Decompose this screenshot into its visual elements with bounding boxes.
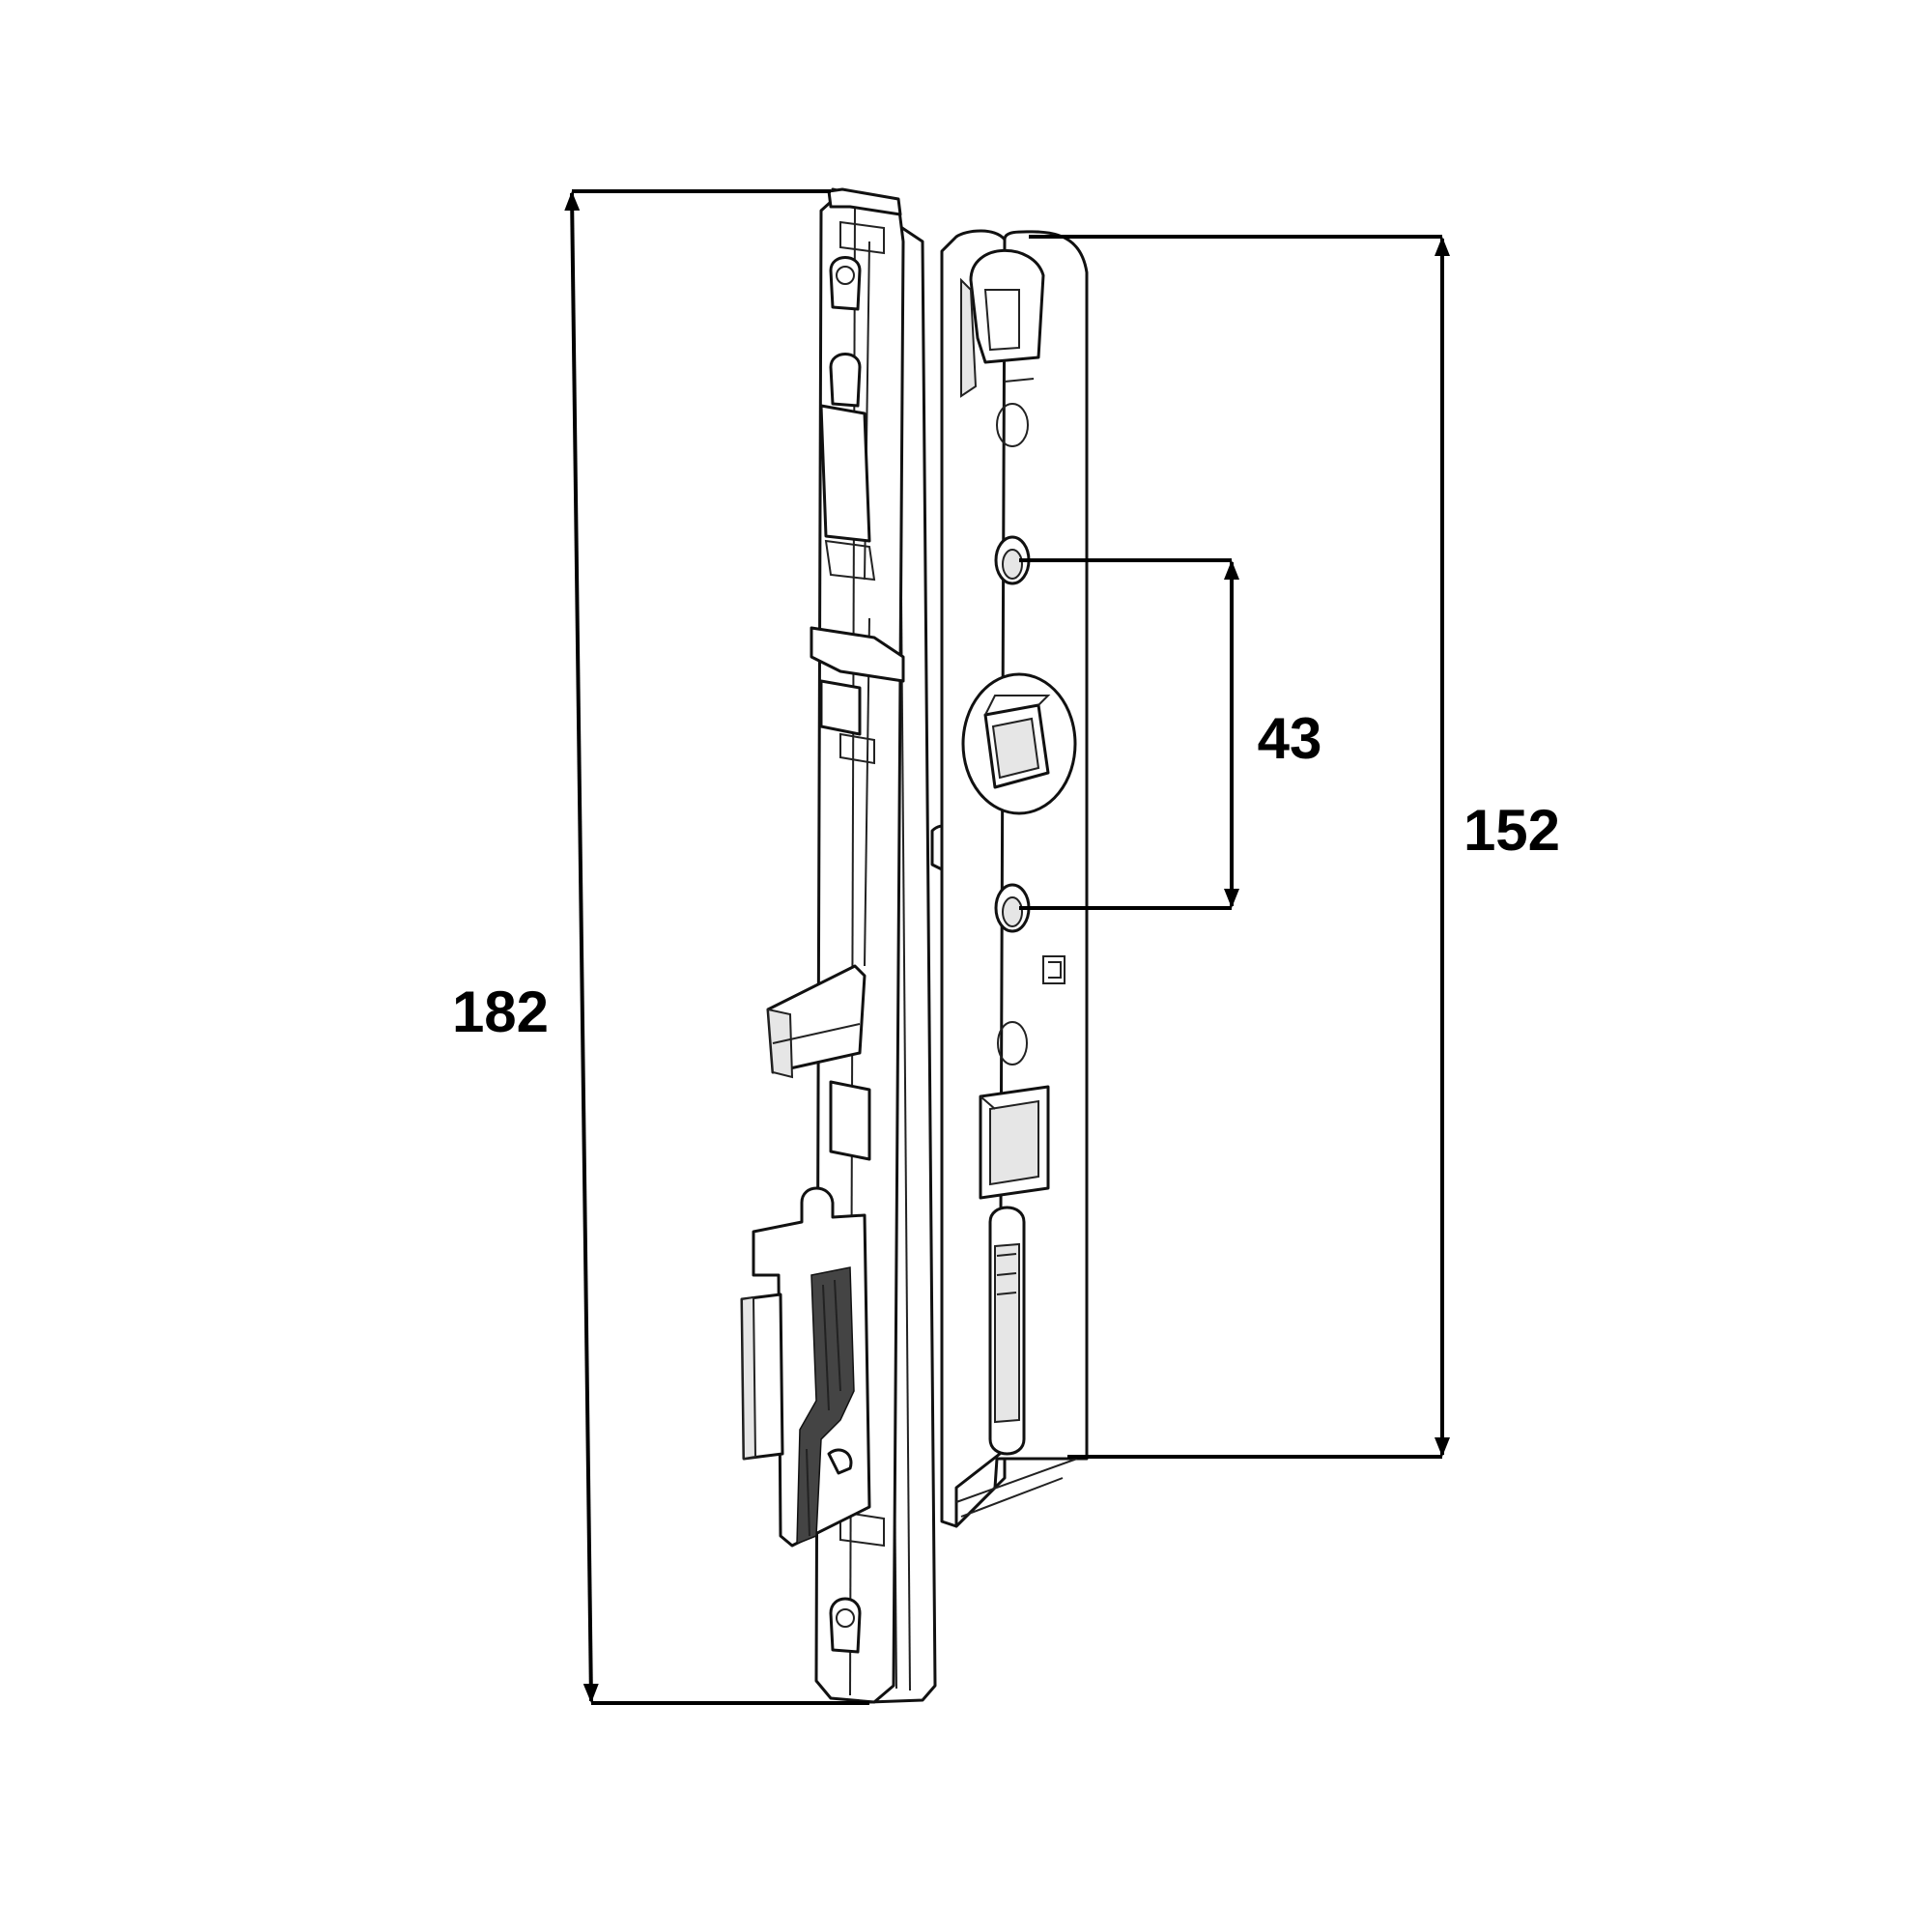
dimension-hole-spacing: 43 [1019, 558, 1322, 910]
dimension-overall-length: 182 [452, 189, 869, 1705]
hole-spacing-label: 43 [1258, 706, 1322, 771]
latch-module [740, 1186, 871, 1548]
lock-faceplate [940, 229, 1089, 1528]
dimension-faceplate-length: 152 [1029, 235, 1560, 1459]
overall-length-label: 182 [452, 980, 549, 1044]
faceplate-length-label: 152 [1463, 798, 1560, 863]
